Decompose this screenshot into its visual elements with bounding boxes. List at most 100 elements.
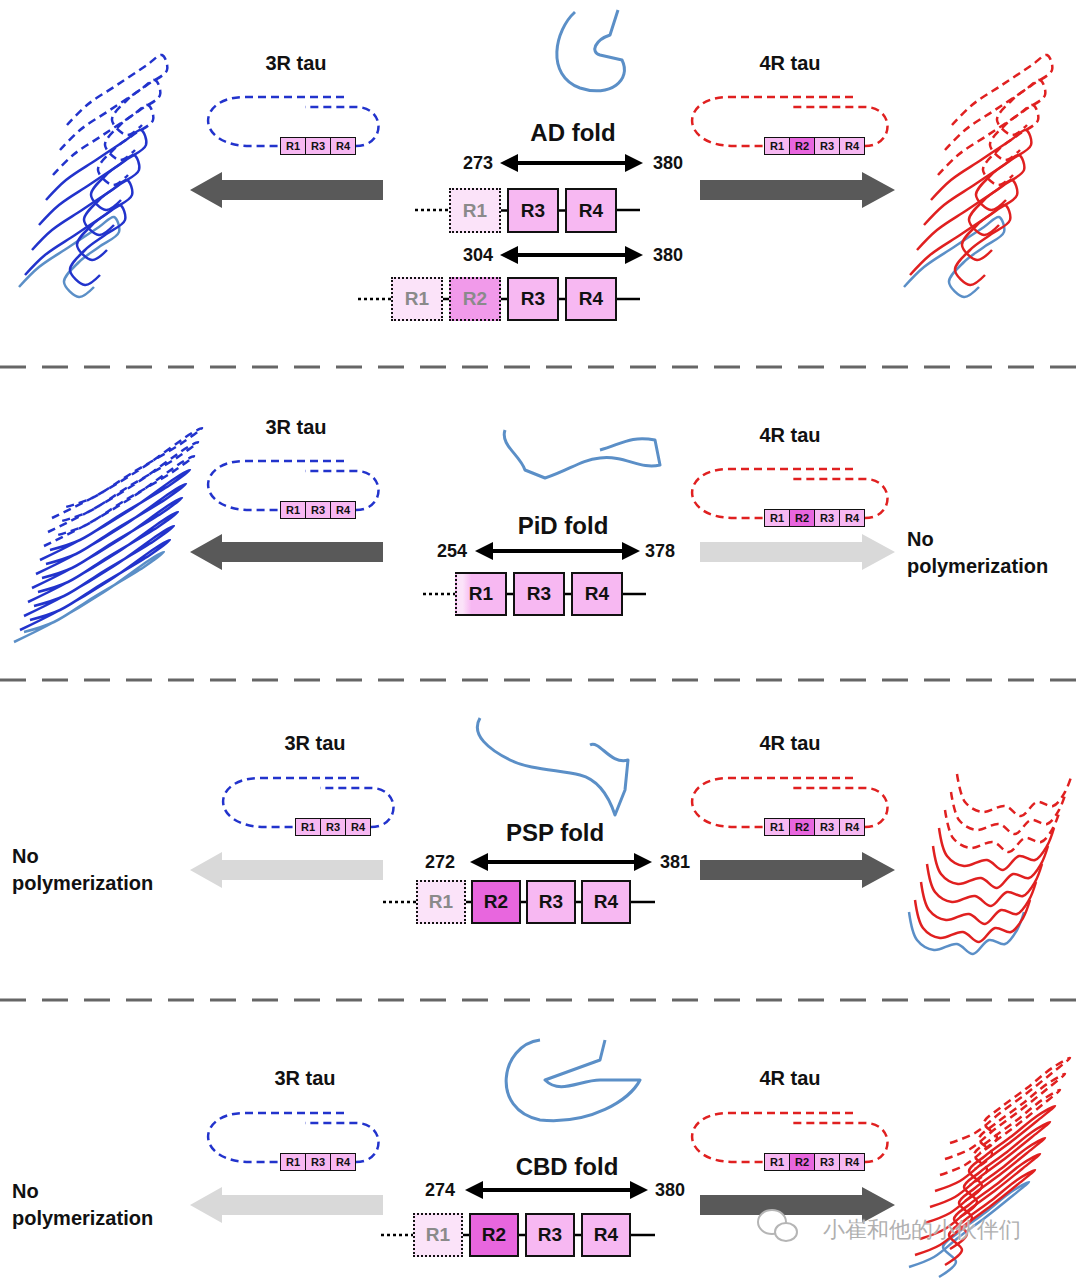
figure-label: 3R tau [265, 50, 326, 77]
filament-layer [921, 882, 1036, 924]
repeat-domain-box: R3 [507, 188, 559, 233]
figure-label: 272 [425, 850, 455, 874]
filament-core [904, 217, 1004, 297]
domain-label: R4 [579, 288, 603, 310]
repeat-chip: R3 [305, 501, 331, 519]
chain-tail [623, 593, 646, 596]
domain-label: R1 [770, 140, 784, 152]
watermark: 小崔和他的小伙伴们 [823, 1215, 1021, 1245]
chain-tail [631, 1234, 655, 1237]
arrow-head [500, 246, 518, 264]
linker-line [565, 593, 571, 596]
linker-line [443, 298, 449, 301]
status-note: No polymerization [12, 843, 184, 897]
arrow-head [634, 853, 652, 871]
repeat-chip: R2 [789, 137, 815, 155]
repeat-chip: R3 [814, 509, 840, 527]
linker-line [576, 901, 581, 904]
chain-tail [631, 901, 655, 904]
repeat-chip: R1 [295, 818, 321, 836]
arrow-head [475, 542, 493, 560]
domain-label: R1 [770, 1156, 784, 1168]
chain-lead [423, 593, 455, 596]
repeat-domain-box: R1 [391, 277, 443, 321]
linker-line [519, 1234, 525, 1237]
figure-label: 3R tau [284, 730, 345, 757]
repeat-chip: R4 [839, 1153, 865, 1171]
panel-divider [0, 679, 1080, 682]
figure-label: 380 [653, 151, 683, 175]
domain-label: R4 [336, 140, 350, 152]
filament-layer [927, 864, 1042, 906]
figure-label: 273 [463, 151, 493, 175]
domain-label: R3 [311, 504, 325, 516]
repeat-domain-box: R3 [526, 880, 576, 924]
arrow-head [465, 1181, 483, 1199]
panel-divider [0, 999, 1080, 1002]
repeat-chip: R3 [305, 137, 331, 155]
domain-label: R1 [286, 1156, 300, 1168]
repeat-chip: R1 [280, 137, 306, 155]
repeat-chip: R3 [814, 137, 840, 155]
repeat-chip: R4 [330, 1153, 356, 1171]
repeat-chip: R4 [839, 509, 865, 527]
repeat-domain-box: R4 [571, 572, 623, 616]
figure-label: 380 [655, 1178, 685, 1202]
domain-label: R4 [594, 1224, 618, 1246]
repeat-chip: R3 [320, 818, 346, 836]
domain-label: R2 [795, 512, 809, 524]
filament-layer [910, 205, 1010, 285]
repeat-chip: R1 [280, 501, 306, 519]
range-arrow [514, 161, 629, 165]
domain-label: R3 [538, 1224, 562, 1246]
filament-layer [28, 512, 178, 602]
domain-label: R2 [484, 891, 508, 913]
repeat-domain-box: R2 [469, 1213, 519, 1257]
domain-label: R2 [463, 288, 487, 310]
domain-label: R2 [795, 821, 809, 833]
filament-layer [48, 442, 198, 532]
range-arrow [484, 860, 638, 864]
domain-label: R1 [469, 583, 493, 605]
figure-label: CBD fold [516, 1151, 619, 1183]
repeat-chip: R1 [280, 1153, 306, 1171]
repeat-domain-box: R1 [449, 188, 501, 233]
domain-label: R4 [845, 1156, 859, 1168]
fold-trace [504, 430, 660, 478]
repeat-domain-box: R1 [413, 1213, 463, 1257]
filament-layer [952, 55, 1052, 135]
filament-layer [917, 180, 1017, 260]
domain-label: R1 [405, 288, 429, 310]
repeat-chip: R2 [789, 509, 815, 527]
repeat-domain-box: R1 [455, 572, 507, 616]
linker-line [507, 593, 513, 596]
repeat-chip: R1 [764, 137, 790, 155]
domain-label: R4 [845, 140, 859, 152]
figure-label: 4R tau [759, 730, 820, 757]
process-arrow [190, 1187, 383, 1223]
repeat-chip: R3 [814, 818, 840, 836]
repeat-chip: R1 [764, 1153, 790, 1171]
chain-lead [381, 1234, 413, 1237]
domain-label: R4 [336, 1156, 350, 1168]
repeat-chip: R3 [305, 1153, 331, 1171]
repeat-domain-box: R4 [565, 188, 617, 233]
filament-layer [951, 792, 1066, 834]
watermark-icon [775, 1223, 797, 1241]
domain-label: R4 [594, 891, 618, 913]
repeat-domain-box: R3 [513, 572, 565, 616]
figure-label: 380 [653, 243, 683, 267]
repeat-chip: R4 [330, 501, 356, 519]
panel-divider [0, 366, 1080, 369]
domain-label: R3 [521, 288, 545, 310]
filament-layer [32, 180, 132, 260]
figure-label: 304 [463, 243, 493, 267]
linker-line [575, 1234, 581, 1237]
chain-tail [617, 209, 640, 212]
repeat-chip: R3 [814, 1153, 840, 1171]
linker-line [501, 209, 507, 212]
filament-layer [40, 470, 190, 560]
repeat-chip: R4 [330, 137, 356, 155]
filament-layer [20, 540, 170, 630]
domain-label: R1 [770, 512, 784, 524]
